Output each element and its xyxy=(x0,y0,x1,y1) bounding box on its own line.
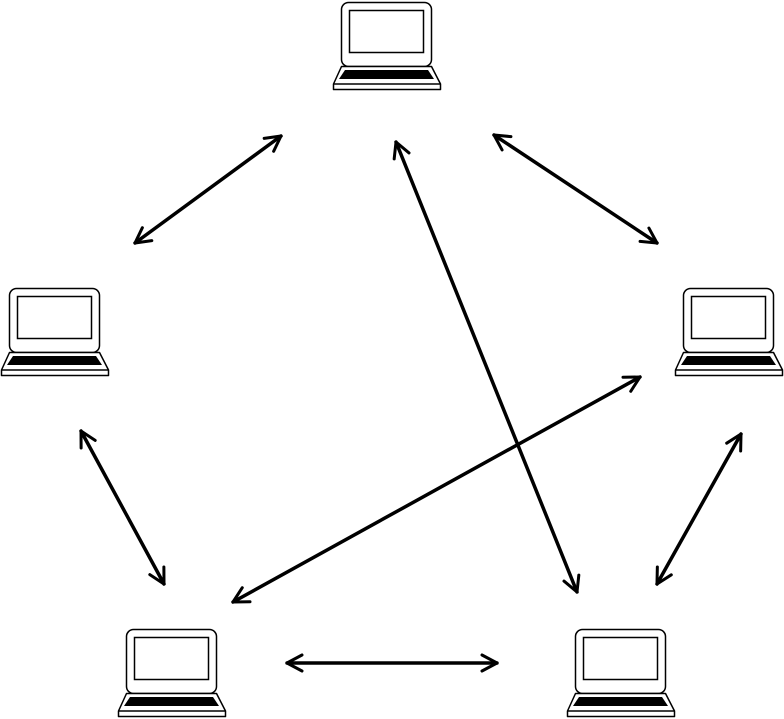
laptop-icon xyxy=(566,628,676,718)
connection-arrow-top-bottom-right xyxy=(392,140,581,594)
connections xyxy=(79,133,743,673)
laptop-icon xyxy=(674,287,784,377)
connection-arrow-top-right xyxy=(492,133,659,245)
connection-arrow-right-bottom-right xyxy=(655,432,743,586)
laptop-icon xyxy=(117,628,227,718)
connection-arrow-top-left xyxy=(133,134,283,245)
connection-arrow-bottom-left-right xyxy=(231,375,642,604)
laptop-icon xyxy=(332,1,442,91)
connection-arrow-left-bottom-left xyxy=(79,429,166,586)
laptop-icon xyxy=(0,287,110,377)
